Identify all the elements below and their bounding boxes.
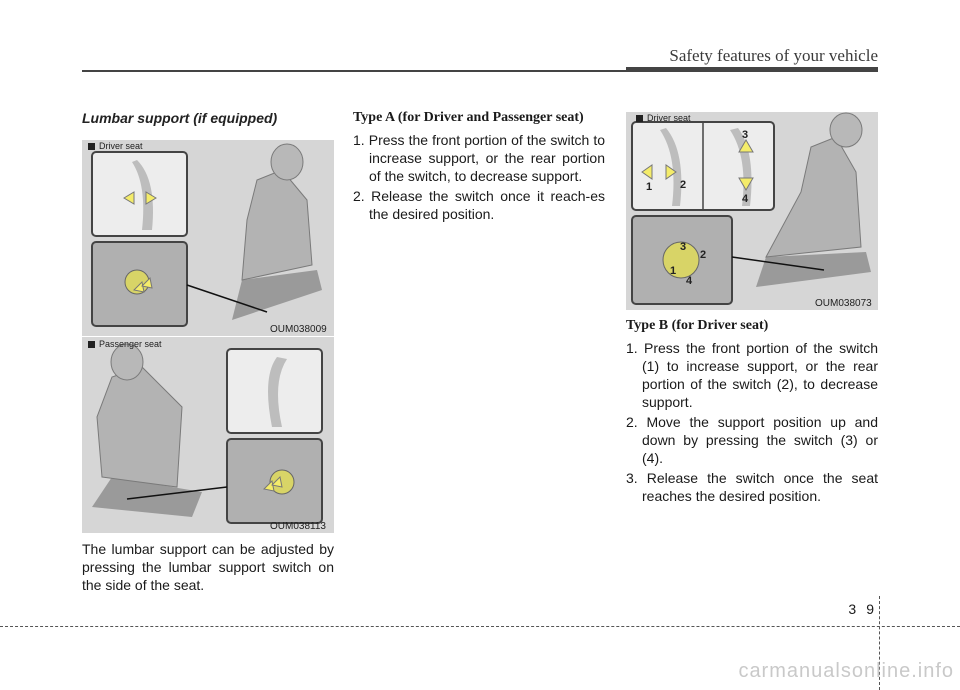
header-rule-accent xyxy=(626,67,878,72)
figure-label-driver-seat: Driver seat xyxy=(88,141,143,151)
list-item: 1. Press the front portion of the switch… xyxy=(353,132,605,184)
callout-number: 3 xyxy=(680,241,686,253)
footer-divider xyxy=(879,596,880,690)
list-item: 1. Press the front portion of the switch… xyxy=(626,340,878,410)
lumbar-description: The lumbar support can be adjusted by pr… xyxy=(82,541,334,593)
figure-code: OUM038009 xyxy=(270,324,327,335)
list-item: 2. Release the switch once it reach-es t… xyxy=(353,188,605,222)
figure-passenger-seat xyxy=(82,337,334,533)
page-number-value: 9 xyxy=(866,601,874,617)
square-bullet-icon xyxy=(88,340,95,348)
list-item: 3. Release the switch once the seat reac… xyxy=(626,470,878,504)
callout-number: 4 xyxy=(686,275,693,287)
figure-label-passenger-seat: Passenger seat xyxy=(88,339,162,349)
callout-number: 3 xyxy=(742,129,748,141)
type-a-steps: 1. Press the front portion of the switch… xyxy=(353,131,605,225)
callout-number: 2 xyxy=(700,249,706,261)
figure-label-driver-seat: Driver seat xyxy=(636,113,691,123)
header-rule xyxy=(82,70,878,72)
list-item: 2. Move the support position up and down… xyxy=(626,414,878,466)
watermark: carmanualsonline.info xyxy=(738,660,954,682)
type-b-title: Type B (for Driver seat) xyxy=(626,318,769,333)
type-b-steps: 1. Press the front portion of the switch… xyxy=(626,339,878,507)
page-number: 3 9 xyxy=(848,601,874,617)
driver-seat-illustration xyxy=(82,140,334,336)
callout-number: 4 xyxy=(742,193,749,205)
callout-number: 2 xyxy=(680,179,686,191)
footer-rule xyxy=(0,626,960,627)
square-bullet-icon xyxy=(88,142,95,150)
figure-driver-seat-type-b: 1 2 3 4 1 2 3 4 xyxy=(626,112,878,310)
header-title: Safety features of your vehicle xyxy=(669,46,878,65)
square-bullet-icon xyxy=(636,114,643,122)
chapter-number: 3 xyxy=(848,601,857,617)
callout-number: 1 xyxy=(670,265,676,277)
section-title: Lumbar support (if equipped) xyxy=(82,110,278,126)
passenger-seat-illustration xyxy=(82,337,334,533)
figure-code: OUM038113 xyxy=(270,521,326,532)
callout-number: 1 xyxy=(646,181,652,193)
figure-driver-seat-type-a xyxy=(82,140,334,336)
figure-code: OUM038073 xyxy=(815,298,872,309)
type-a-title: Type A (for Driver and Passenger seat) xyxy=(353,110,584,125)
driver-seat-type-b-illustration: 1 2 3 4 1 2 3 4 xyxy=(626,112,878,310)
